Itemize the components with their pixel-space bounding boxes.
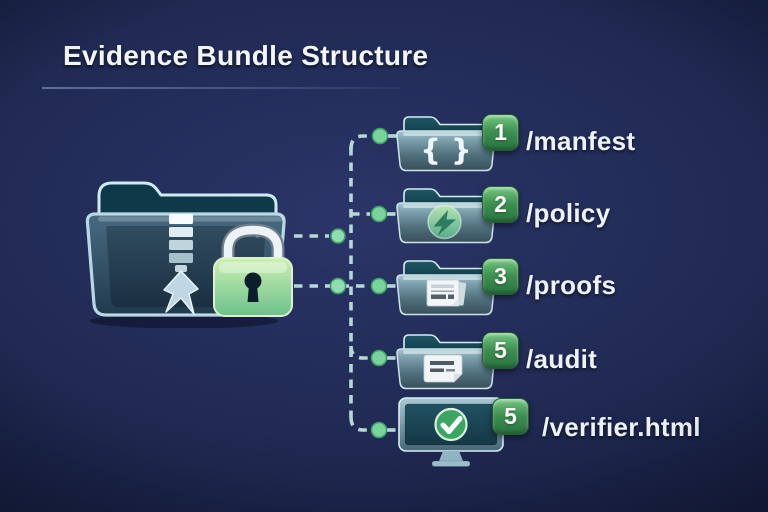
- lightning-bolt-icon: [433, 210, 456, 236]
- page-title: Evidence Bundle Structure: [63, 40, 429, 71]
- connector-branch-1: [349, 134, 371, 150]
- lightning-folder-icon: [396, 182, 496, 251]
- connector-branch-5: [349, 416, 370, 432]
- badge-count: 3: [482, 258, 519, 295]
- braces-glyph: { }: [420, 133, 471, 167]
- padlock-icon: [213, 223, 293, 317]
- badge-count: 5: [492, 398, 529, 435]
- item-label: /verifier.html: [542, 412, 701, 442]
- item-label: /policy: [526, 198, 611, 228]
- badge-count: 2: [482, 186, 519, 223]
- connector-dot: [371, 127, 389, 145]
- locked-zip-folder-icon: [85, 181, 293, 328]
- badge-count: 1: [482, 114, 519, 151]
- connector-dot: [370, 205, 388, 223]
- connector-dot: [370, 277, 388, 295]
- connector-dot: [370, 349, 388, 367]
- folder-shadow: [90, 313, 278, 328]
- connector-dot: [329, 277, 347, 295]
- item-label: /manfest: [526, 126, 636, 156]
- note-lines-icon: [423, 354, 463, 383]
- json-braces-folder-icon: { }: [396, 110, 496, 179]
- connector-dot: [370, 421, 388, 439]
- zipper-pull: [163, 270, 199, 315]
- badge-count: 5: [482, 332, 519, 369]
- check-circle: [434, 407, 468, 442]
- item-label: /audit: [526, 344, 598, 374]
- zipper-icon: [163, 214, 199, 315]
- title-underline: [42, 87, 400, 89]
- connector-branch-4: [349, 345, 370, 360]
- notes-folder-icon: [396, 328, 496, 397]
- document-folder-icon: [396, 254, 496, 323]
- verified-monitor-icon: [396, 396, 506, 475]
- monitor-stand: [439, 451, 463, 461]
- check-icon: [440, 416, 463, 434]
- receipt-document-icon: [426, 279, 467, 307]
- keyhole: [247, 285, 259, 302]
- connector-dot: [330, 228, 346, 244]
- item-label: /proofs: [526, 270, 617, 300]
